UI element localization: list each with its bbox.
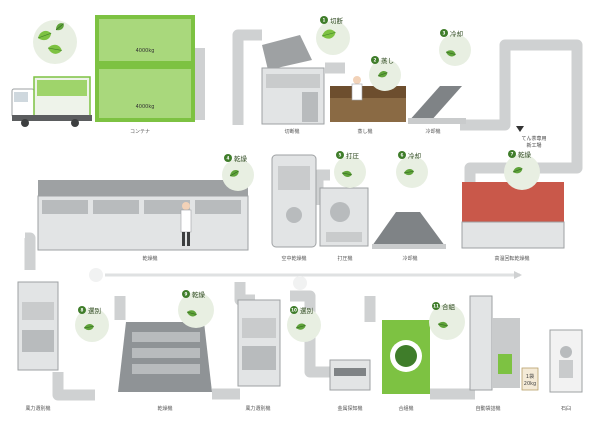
step-number-3: 3 (443, 31, 446, 36)
flow-arrows (89, 268, 522, 290)
step-label-3: 冷却 (450, 29, 463, 38)
wind-sorter-2 (237, 299, 281, 387)
package-line1: 1袋 (526, 373, 534, 380)
step-label-11: 合組 (442, 302, 456, 311)
step-bubble-5: 5 打圧 (334, 151, 366, 188)
step-label-8: 選別 (88, 306, 101, 315)
wind-sorter-1 (17, 281, 59, 371)
step-bubbles: 1 切断 2 蒸し 3 冷却 4 乾燥 (75, 16, 540, 342)
label-auto-packer: 自動袋詰機 (475, 405, 500, 412)
step-number-11: 11 (433, 304, 439, 309)
delivery-truck (11, 76, 92, 127)
dryer-line-1 (37, 180, 249, 251)
step-number-10: 10 (291, 308, 297, 313)
step-number-9: 9 (185, 292, 188, 297)
label-cooler-1: 冷却機 (425, 128, 440, 135)
steaming-machine (330, 76, 406, 122)
sign-line1: てん茶専用 (521, 135, 546, 142)
step-bubble-7: 7 乾燥 (504, 150, 540, 190)
step-bubble-1: 1 切断 (316, 16, 350, 55)
step-label-7: 乾燥 (518, 150, 532, 159)
cutter-machine (261, 35, 325, 125)
dryer-machine-2 (118, 322, 212, 392)
container-stack: 4000kg 4000kg (95, 15, 205, 122)
metal-detector (329, 359, 371, 391)
step-bubble-10: 10 選別 (287, 306, 321, 342)
package-line2: 20kg (524, 381, 536, 387)
sign-line2: 新工場 (526, 142, 541, 149)
mid-air-dryer (271, 154, 317, 248)
label-blender: 合組機 (398, 405, 413, 412)
container-weight-bottom: 4000kg (136, 104, 155, 110)
step-number-2: 2 (374, 58, 377, 63)
down-arrow-icon (516, 126, 524, 132)
step-bubble-3: 3 冷却 (439, 29, 471, 66)
step-bubble-11: 11 合組 (429, 302, 465, 340)
step-number-1: 1 (323, 18, 326, 23)
container-weight-top: 4000kg (136, 48, 155, 54)
step-bubble-9: 9 乾燥 (178, 290, 214, 328)
step-label-2: 蒸し (381, 56, 394, 65)
label-container: コンテナ (130, 129, 150, 135)
step-label-6: 冷却 (408, 151, 421, 160)
step-number-6: 6 (401, 153, 404, 158)
label-steamer: 蒸し機 (357, 128, 372, 135)
step-number-4: 4 (227, 156, 230, 161)
step-bubble-6: 6 冷却 (396, 151, 428, 188)
cooler-machine-1 (408, 86, 466, 124)
label-metal-detector: 金属探知機 (337, 405, 362, 412)
blender-machine (382, 320, 430, 394)
label-dryer-1: 乾燥機 (142, 255, 157, 262)
label-mid-dryer: 空中乾燥機 (281, 255, 306, 262)
step-bubble-8: 8 選別 (75, 306, 109, 342)
step-bubble-4: 4 乾燥 (222, 154, 254, 191)
label-cooler-2: 冷却機 (402, 255, 417, 262)
label-dryer-2: 乾燥機 (157, 405, 172, 412)
label-wind-sorter-1: 風力選別機 (25, 405, 50, 412)
high-temp-dryer (461, 182, 565, 249)
step-label-4: 乾燥 (234, 154, 248, 163)
label-wind-sorter-2: 風力選別機 (245, 405, 270, 412)
label-press: 打圧機 (337, 255, 352, 262)
step-label-1: 切断 (330, 16, 344, 25)
step-bubble-2: 2 蒸し (369, 56, 401, 91)
step-number-8: 8 (81, 308, 84, 313)
step-label-5: 打圧 (346, 151, 360, 160)
cooler-machine-2 (372, 212, 446, 249)
auto-packer (469, 295, 520, 391)
leaf-bubble-container (33, 20, 77, 64)
label-high-temp-dryer: 高温回転乾燥機 (494, 255, 529, 262)
step-number-7: 7 (511, 152, 514, 157)
step-label-9: 乾燥 (192, 290, 206, 299)
label-ishi: 石臼 (561, 405, 571, 412)
tea-package: 1袋 20kg (521, 367, 539, 391)
step-label-10: 選別 (300, 306, 313, 315)
press-machine (319, 187, 369, 247)
label-cutter: 切断機 (284, 128, 299, 135)
step-number-5: 5 (339, 153, 342, 158)
stone-mill-room (549, 329, 583, 393)
